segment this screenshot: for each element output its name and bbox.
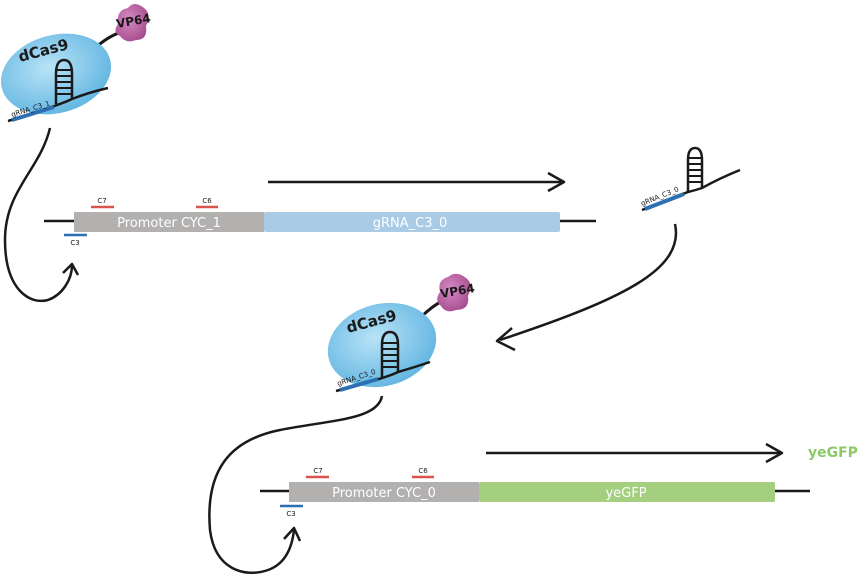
top-hairpin-rungs bbox=[56, 69, 72, 95]
loading-arrow bbox=[499, 223, 678, 342]
construct-1-promoter bbox=[74, 212, 264, 232]
free-grna-spacer bbox=[644, 192, 685, 211]
construct-2-c7-label: C7 bbox=[313, 467, 322, 475]
free-grna-hairpin bbox=[686, 146, 704, 192]
bottom-grna-hairpin bbox=[380, 330, 400, 378]
bottom-dcas9-complex: dCas9 VP64 gRNA_C3_0 bbox=[327, 273, 476, 393]
expression-arrowhead-2 bbox=[765, 442, 784, 464]
construct-2-promoter bbox=[289, 482, 479, 502]
construct-2-gene-label: yeGFP bbox=[605, 486, 646, 501]
bottom-guide-spacer bbox=[339, 377, 379, 392]
top-vp64-label: VP64 bbox=[115, 11, 152, 31]
free-grna-rungs bbox=[688, 157, 702, 183]
construct-1-gene-label: gRNA_C3_0 bbox=[373, 216, 448, 231]
construct-2-c6-label: C6 bbox=[418, 467, 428, 475]
construct-1-c3-label: C3 bbox=[70, 239, 79, 247]
construct-1-c7-label: C7 bbox=[97, 197, 106, 205]
construct-2: Promoter CYC_0 yeGFP C7 C6 C3 bbox=[260, 467, 810, 518]
top-guide-spacer bbox=[11, 105, 55, 122]
top-vp64-blob bbox=[115, 4, 149, 42]
construct-1-c6-label: C6 bbox=[202, 197, 212, 205]
bottom-vp64-label: VP64 bbox=[439, 281, 476, 301]
top-binding-arrow bbox=[3, 127, 74, 303]
bottom-binding-arrowhead bbox=[283, 526, 302, 542]
free-grna: gRNA_C3_0 bbox=[640, 146, 741, 212]
construct-2-promoter-label: Promoter CYC_0 bbox=[332, 486, 436, 501]
bottom-vp64-blob bbox=[437, 273, 471, 312]
construct-1: Promoter CYC_1 gRNA_C3_0 C7 C6 C3 bbox=[44, 197, 596, 247]
expression-arrowhead-1 bbox=[547, 171, 566, 193]
bottom-hairpin-rungs bbox=[382, 342, 398, 368]
top-binding-arrowhead bbox=[62, 262, 80, 276]
top-grna-hairpin bbox=[54, 58, 74, 104]
construct-1-gene bbox=[264, 212, 560, 232]
loading-arrowhead bbox=[495, 327, 516, 352]
top-dcas9-complex: dCas9 VP64 gRNA_C3_1 bbox=[0, 4, 152, 123]
construct-2-gene bbox=[479, 482, 775, 502]
construct-1-promoter-label: Promoter CYC_1 bbox=[117, 216, 221, 231]
free-grna-strand bbox=[641, 168, 741, 212]
bottom-binding-arrow bbox=[208, 395, 384, 575]
output-yegfp-label: yeGFP bbox=[808, 445, 858, 461]
construct-2-c3-label: C3 bbox=[286, 510, 295, 518]
